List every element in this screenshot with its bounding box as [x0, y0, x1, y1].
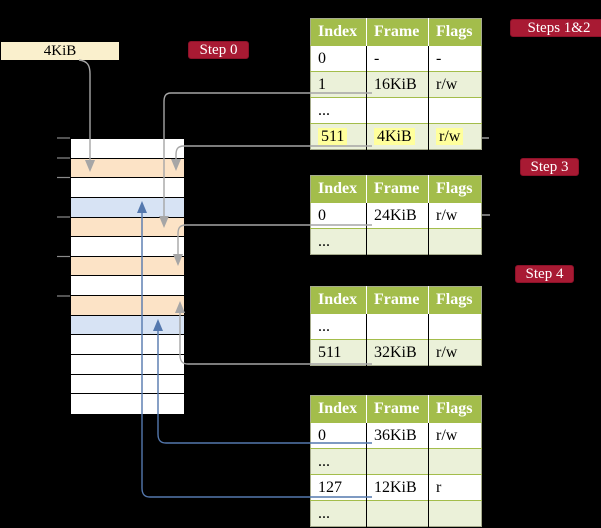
- table-row: 511 32KiB r/w: [310, 339, 482, 366]
- page-size-box: 4KiB: [1, 42, 119, 60]
- cell-flags: [428, 97, 482, 124]
- table-row: 0 - -: [310, 45, 482, 72]
- cell-frame: [366, 313, 429, 340]
- page-table-steps-1-2: Index Frame Flags 0 - - 1 16KiB r/w ... …: [310, 18, 482, 150]
- highlighted-value: r/w: [436, 127, 464, 145]
- table-header-row: Index Frame Flags: [310, 18, 482, 46]
- table-row-highlighted: 511 4KiB r/w: [310, 123, 482, 150]
- memory-row-frame-36kib: [71, 315, 184, 336]
- page-table-step-3: Index Frame Flags 0 24KiB r/w ...: [310, 175, 482, 255]
- cell-flags: [428, 500, 482, 527]
- memory-row: [71, 237, 184, 257]
- cell-index: ...: [310, 228, 367, 255]
- cell-index: 0: [310, 202, 367, 229]
- table-row: ...: [310, 448, 482, 475]
- cell-flags: r/w: [428, 123, 482, 150]
- cell-flags: r: [428, 474, 482, 501]
- table-row: ...: [310, 313, 482, 340]
- cell-frame: 36KiB: [366, 422, 429, 449]
- cell-index: 511: [310, 123, 367, 150]
- memory-row-frame-16kib: [71, 217, 184, 238]
- cell-frame: 16KiB: [366, 71, 429, 98]
- cell-index: 1: [310, 71, 367, 98]
- memory-row: [71, 355, 184, 375]
- col-header-index: Index: [310, 286, 367, 314]
- cell-flags: r/w: [428, 422, 482, 449]
- cell-flags: r/w: [428, 202, 482, 229]
- col-header-frame: Frame: [366, 18, 429, 46]
- cell-frame: [366, 228, 429, 255]
- physical-memory-column: [70, 138, 185, 415]
- cell-flags: [428, 228, 482, 255]
- page-table-step-4: Index Frame Flags ... 511 32KiB r/w: [310, 286, 482, 366]
- cell-index: ...: [310, 448, 367, 475]
- step-4-label: Step 4: [515, 265, 574, 283]
- steps-1-2-label: Steps 1&2: [510, 19, 601, 37]
- table-row: ...: [310, 500, 482, 527]
- table-row: ...: [310, 97, 482, 124]
- memory-row: [71, 178, 184, 198]
- table-row: 0 36KiB r/w: [310, 422, 482, 449]
- step-3-label: Step 3: [520, 158, 579, 176]
- memory-row: [71, 374, 184, 395]
- memory-row: [71, 394, 184, 414]
- col-header-flags: Flags: [428, 18, 482, 46]
- cell-index: 127: [310, 474, 367, 501]
- memory-row-frame-32kib: [71, 296, 184, 316]
- table-header-row: Index Frame Flags: [310, 395, 482, 423]
- cell-frame: [366, 97, 429, 124]
- col-header-flags: Flags: [428, 286, 482, 314]
- col-header-frame: Frame: [366, 175, 429, 203]
- cell-index: 511: [310, 339, 367, 366]
- memory-row: [71, 139, 184, 159]
- memory-row-frame-4kib: [71, 158, 184, 179]
- cell-frame: 32KiB: [366, 339, 429, 366]
- cell-flags: r/w: [428, 339, 482, 366]
- col-header-index: Index: [310, 395, 367, 423]
- step-0-label: Step 0: [188, 41, 249, 59]
- cell-flags: [428, 448, 482, 475]
- memory-row-frame-24kib: [71, 256, 184, 277]
- highlighted-value: 511: [318, 127, 348, 145]
- col-header-index: Index: [310, 18, 367, 46]
- table-row: 0 24KiB r/w: [310, 202, 482, 229]
- cell-frame: 24KiB: [366, 202, 429, 229]
- cell-frame: 4KiB: [366, 123, 429, 150]
- cell-flags: -: [428, 45, 482, 72]
- cell-frame: [366, 448, 429, 475]
- col-header-index: Index: [310, 175, 367, 203]
- memory-row: [71, 276, 184, 297]
- highlighted-value: 4KiB: [374, 127, 415, 145]
- table-header-row: Index Frame Flags: [310, 286, 482, 314]
- memory-row-frame-12kib: [71, 197, 184, 218]
- table-row: 1 16KiB r/w: [310, 71, 482, 98]
- cell-index: ...: [310, 313, 367, 340]
- table-row: 127 12KiB r: [310, 474, 482, 501]
- cell-frame: -: [366, 45, 429, 72]
- col-header-flags: Flags: [428, 395, 482, 423]
- cell-flags: r/w: [428, 71, 482, 98]
- cell-frame: [366, 500, 429, 527]
- page-table-final-level: Index Frame Flags 0 36KiB r/w ... 127 12…: [310, 395, 482, 527]
- table-row: ...: [310, 228, 482, 255]
- cell-flags: [428, 313, 482, 340]
- memory-row: [71, 335, 184, 356]
- table-header-row: Index Frame Flags: [310, 175, 482, 203]
- cell-index: ...: [310, 500, 367, 527]
- cell-index: ...: [310, 97, 367, 124]
- cell-index: 0: [310, 422, 367, 449]
- cell-index: 0: [310, 45, 367, 72]
- col-header-frame: Frame: [366, 395, 429, 423]
- col-header-flags: Flags: [428, 175, 482, 203]
- cell-frame: 12KiB: [366, 474, 429, 501]
- col-header-frame: Frame: [366, 286, 429, 314]
